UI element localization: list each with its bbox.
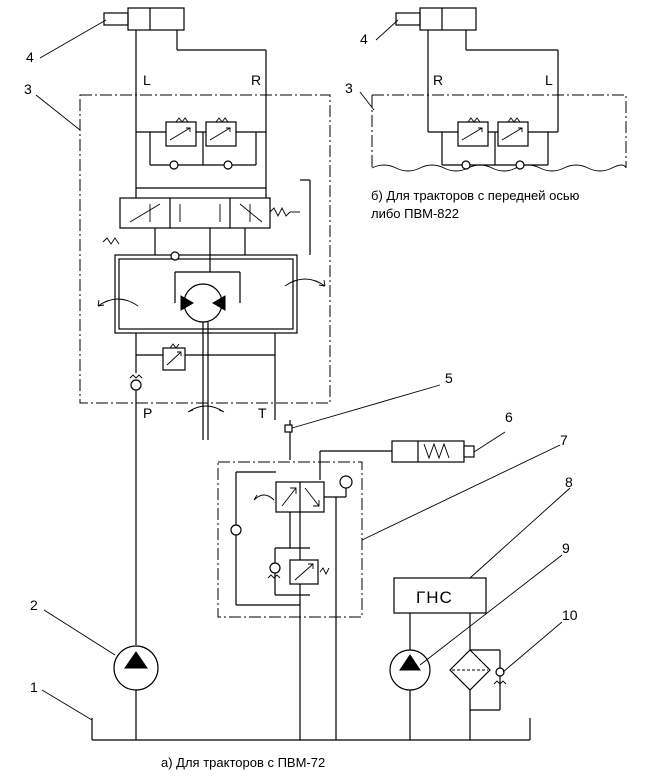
callout-9: 9	[562, 540, 570, 556]
leader-5	[291, 384, 441, 429]
steering-cylinder-b	[395, 7, 559, 132]
steering-unit-boundary-a	[79, 94, 331, 404]
unit-7-boundary	[217, 461, 363, 618]
leader-2	[43, 609, 116, 656]
callout-1: 1	[30, 679, 38, 695]
metering-unit-a	[97, 228, 326, 440]
port-R-a: R	[251, 72, 261, 88]
callout-4b: 4	[360, 31, 368, 47]
callout-8: 8	[565, 474, 573, 490]
main-pump	[113, 645, 159, 740]
port-P: P	[143, 405, 152, 421]
directional-valve-a	[119, 132, 300, 229]
leader-4a	[39, 19, 107, 59]
leader-1	[41, 689, 93, 721]
callout-10: 10	[562, 607, 578, 623]
caption-b-line1: б) Для тракторов с передней осью	[371, 188, 580, 203]
callout-2: 2	[30, 597, 38, 613]
port-L-b: L	[545, 72, 553, 88]
unit-7-internals	[230, 471, 353, 740]
callout-3a: 3	[24, 81, 32, 97]
leader-10	[502, 621, 563, 673]
leader-4b	[375, 19, 399, 41]
leader-7	[361, 444, 561, 541]
leader-3b	[359, 91, 375, 111]
shock-valve-block-a	[136, 117, 266, 170]
actuator-6	[319, 440, 475, 480]
callout-7: 7	[560, 432, 568, 448]
caption-b-line2: либо ПВМ-822	[371, 206, 459, 221]
caption-a: а) Для тракторов с ПВМ-72	[161, 755, 325, 770]
filter-10	[449, 649, 507, 740]
steering-hydraulic-system: ГНС	[389, 577, 487, 740]
port-R-b: R	[433, 72, 443, 88]
leader-8	[469, 487, 571, 579]
sensor-5	[284, 424, 293, 433]
callout-3b: 3	[345, 80, 353, 96]
shock-valve-block-b	[428, 117, 558, 170]
leader-6	[473, 431, 506, 453]
port-L-a: L	[143, 72, 151, 88]
port-T: T	[258, 405, 267, 421]
callout-5: 5	[445, 370, 453, 386]
leader-9	[419, 554, 563, 666]
steering-unit-boundary-b	[371, 94, 627, 172]
leader-3a	[35, 94, 81, 131]
callout-6: 6	[505, 409, 513, 425]
relief-valve-a	[129, 333, 275, 391]
callout-4a: 4	[26, 49, 34, 65]
gns-label: ГНС	[416, 588, 453, 607]
steering-cylinder-a	[103, 7, 267, 132]
